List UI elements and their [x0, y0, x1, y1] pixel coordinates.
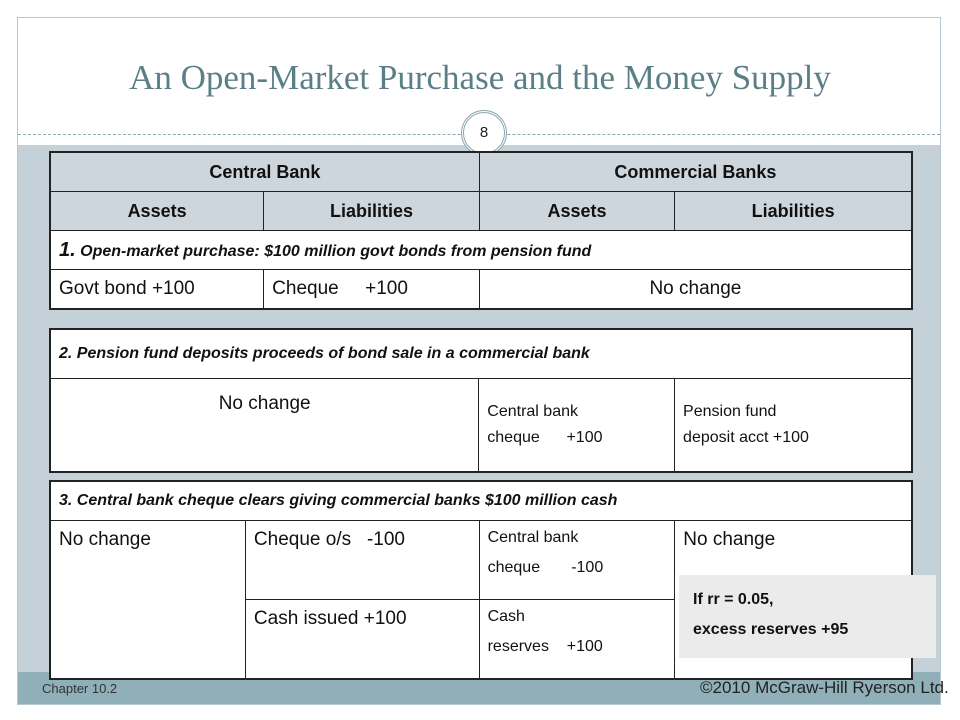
chapter-label: Chapter 10.2	[42, 681, 118, 696]
slide-frame	[17, 17, 941, 705]
step-2-caption: 2. Pension fund deposits proceeds of bon…	[49, 328, 913, 379]
table-row: 2. Pension fund deposits proceeds of bon…	[49, 328, 913, 379]
header-central-bank: Central Bank	[49, 151, 480, 192]
header-commercial-banks: Commercial Banks	[478, 151, 913, 192]
col-comm-liabilities: Liabilities	[674, 191, 913, 231]
table-row: No change Central bank cheque +100 Pensi…	[49, 378, 913, 473]
comm-liabilities-line2: deposit acct +100	[683, 429, 809, 446]
callout-line2: excess reserves +95	[693, 621, 849, 638]
step-1-number: 1.	[59, 238, 76, 261]
col-cb-liabilities: Liabilities	[263, 191, 480, 231]
step-1-text: Open-market purchase: $100 million govt …	[80, 242, 592, 260]
cb-no-change-cell: No change	[49, 378, 480, 473]
table-row: Govt bond +100 Cheque +100 No change	[49, 269, 913, 310]
cb-liab-cash-cell: Cash issued +100	[244, 599, 480, 680]
table-row: Assets Liabilities Assets Liabilities	[49, 191, 913, 231]
reserve-callout: If rr = 0.05, excess reserves +95	[679, 575, 936, 658]
comm-assets-cheque-line2: cheque -100	[487, 559, 604, 576]
table-step-1: Central Bank Commercial Banks Assets Lia…	[49, 151, 913, 310]
comm-assets-cheque-cell: Central bank cheque -100	[478, 520, 676, 600]
comm-liabilities-line1: Pension fund	[683, 403, 777, 420]
table-row: Central Bank Commercial Banks	[49, 151, 913, 192]
copyright-text: ©2010 McGraw-Hill Ryerson Ltd.	[700, 678, 949, 697]
table-row: 3. Central bank cheque clears giving com…	[49, 480, 913, 521]
slide-title: An Open-Market Purchase and the Money Su…	[129, 58, 831, 97]
comm-no-change-cell: No change	[478, 269, 913, 310]
callout-line1: If rr = 0.05,	[693, 591, 774, 608]
col-cb-assets: Assets	[49, 191, 265, 231]
page-number-badge: 8	[461, 110, 507, 156]
comm-assets-cell: Central bank cheque +100	[478, 378, 676, 473]
step-1-caption: 1. Open-market purchase: $100 million go…	[49, 230, 913, 270]
cb-assets-cell: Govt bond +100	[49, 269, 265, 310]
step-3-caption: 3. Central bank cheque clears giving com…	[49, 480, 913, 521]
table-row: Cash issued +100 Cash reserves +100	[50, 599, 912, 680]
comm-assets-line1: Central bank	[487, 403, 578, 420]
comm-assets-cash-line2: reserves +100	[487, 638, 603, 655]
cb-liabilities-cell: Cheque +100	[263, 269, 480, 310]
table-row: 1. Open-market purchase: $100 million go…	[49, 230, 913, 270]
comm-assets-cash-line1: Cash	[487, 608, 525, 625]
cb-liab-cheque-cell: Cheque o/s -100	[244, 520, 480, 600]
comm-liabilities-cell: Pension fund deposit acct +100	[674, 378, 913, 473]
col-comm-assets: Assets	[478, 191, 676, 231]
comm-assets-cheque-line1: Central bank	[487, 529, 579, 546]
table-step-2: 2. Pension fund deposits proceeds of bon…	[49, 328, 913, 473]
comm-assets-line2: cheque +100	[487, 429, 603, 446]
cb-assets-no-change-cell: No change	[49, 520, 246, 680]
comm-assets-cash-cell: Cash reserves +100	[478, 599, 676, 680]
